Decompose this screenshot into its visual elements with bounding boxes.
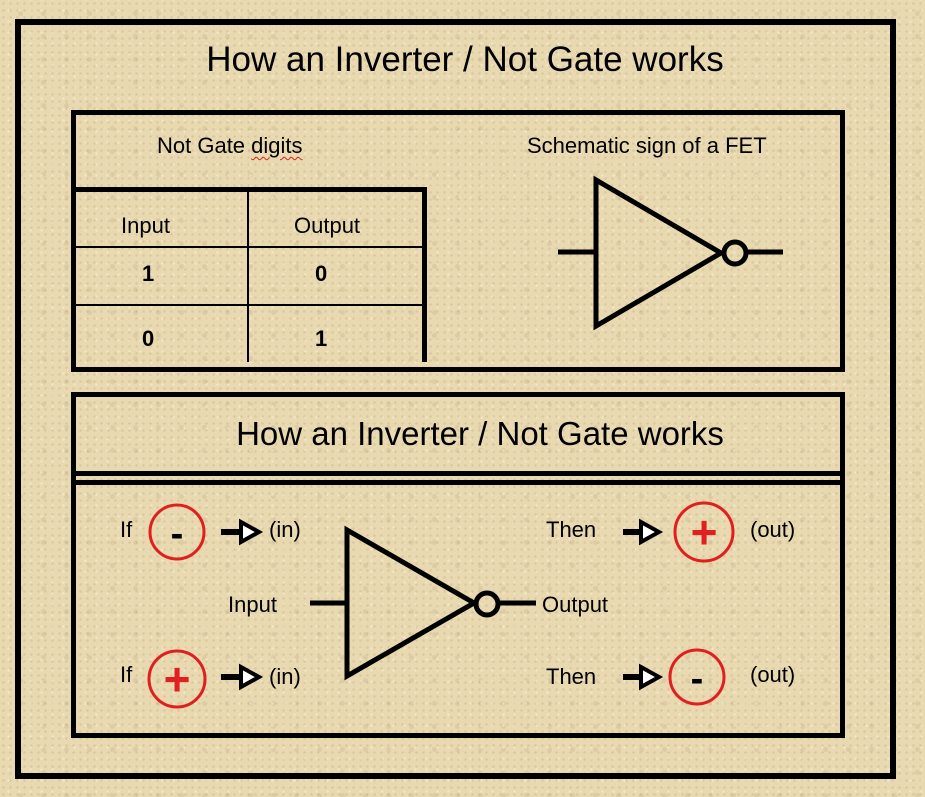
minus-sign-bottom: - (691, 658, 704, 700)
arrow-icon-bottom-right (623, 663, 664, 691)
input-label: Input (228, 592, 277, 617)
explanation-panel (71, 392, 845, 738)
table-cell-r1-input: 1 (142, 261, 155, 286)
schematic-caption: Schematic sign of a FET (527, 133, 767, 158)
table-row-divider (76, 304, 422, 306)
minus-circle-bottom (668, 648, 726, 706)
table-cell-r1-output: 0 (315, 261, 328, 286)
arrow-icon-top-left (221, 518, 264, 546)
table-right-border (422, 187, 427, 362)
minus-circle-top (148, 503, 206, 561)
out-label-top: (out) (750, 517, 796, 542)
table-header-input: Input (121, 213, 170, 238)
table-header-divider (76, 246, 422, 248)
in-label-top: (in) (269, 517, 301, 542)
inverter-triangle (344, 525, 480, 681)
table-cell-r2-output: 1 (315, 326, 328, 351)
inverter-symbol (310, 525, 536, 681)
schematic-triangle (593, 175, 726, 331)
inverter-bubble (473, 590, 501, 618)
minus-sign-top: - (171, 513, 184, 555)
out-label-bottom: (out) (750, 662, 796, 687)
table-column-divider (247, 192, 249, 362)
plus-circle-bottom (147, 649, 207, 709)
plus-sign-bottom: + (164, 653, 191, 705)
truth-table-heading-squiggly: digits (251, 133, 303, 158)
truth-table-heading-prefix: Not Gate (157, 133, 252, 158)
if-label-bottom: If (120, 662, 133, 687)
output-label: Output (542, 592, 609, 617)
then-label-top: Then (546, 517, 597, 542)
table-cell-r2-input: 0 (142, 326, 155, 351)
arrow-icon-top-right (623, 518, 664, 546)
plus-circle-top (673, 501, 735, 563)
schematic-inverter-symbol (558, 175, 783, 331)
table-top-border (76, 187, 427, 192)
then-label-bottom: Then (546, 664, 597, 689)
truth-table-heading: Not Gate digits (157, 133, 303, 159)
if-label-top: If (120, 517, 133, 542)
in-label-bottom: (in) (269, 664, 301, 689)
outer-frame (15, 19, 896, 779)
arrow-icon-bottom-left (221, 663, 264, 691)
schematic-bubble (721, 239, 749, 267)
truth-table-panel (71, 110, 845, 372)
table-header-output: Output (294, 213, 361, 238)
plus-sign-top: + (691, 506, 718, 558)
title-divider-upper (76, 471, 840, 476)
explanation-title: How an Inverter / Not Gate works (236, 415, 724, 452)
main-title: How an Inverter / Not Gate works (206, 40, 724, 79)
title-divider-lower (76, 480, 840, 485)
